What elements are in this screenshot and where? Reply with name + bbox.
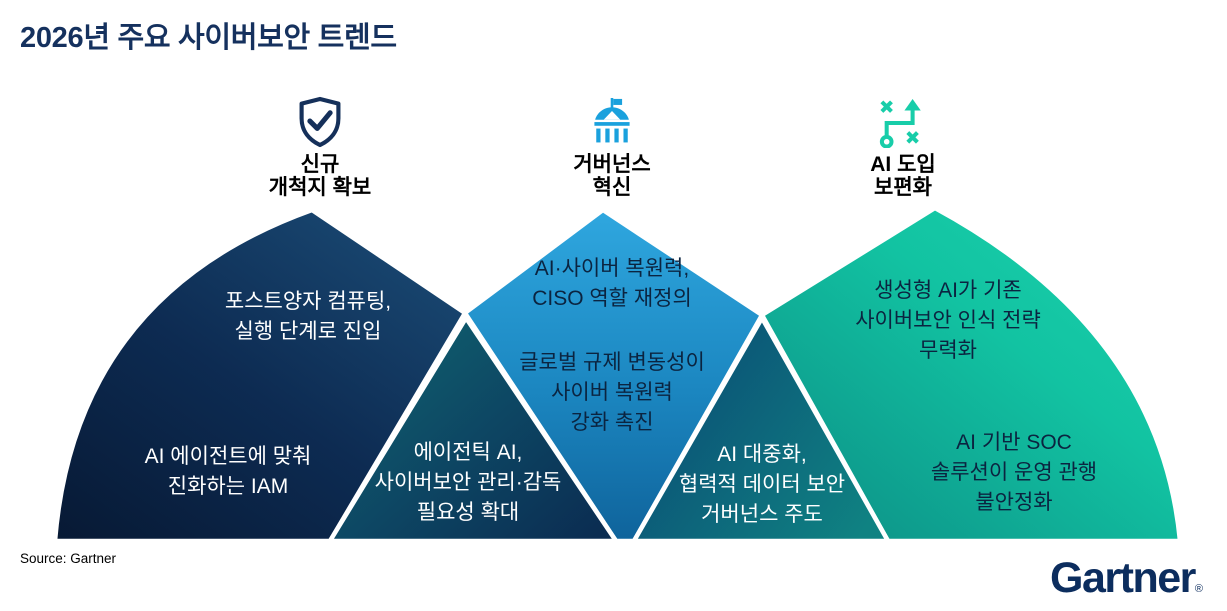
shield-check-icon — [299, 96, 341, 148]
trend-line: 실행 단계로 진입 — [234, 320, 382, 343]
strategy-path-icon — [879, 99, 921, 148]
trend-line: AI 대중화, — [717, 443, 807, 466]
trend-line: CISO 역할 재정의 — [532, 287, 692, 310]
trend-line: AI 에이전트에 맞춰 — [144, 445, 312, 468]
trend-line: 사이버보안 관리·감독 — [374, 471, 562, 494]
trend-line: 필요성 확대 — [416, 501, 520, 524]
trend-line: 거버넌스 주도 — [701, 503, 823, 526]
column-label-line: 신규 — [300, 153, 340, 176]
mountain-right-shape — [759, 205, 1183, 544]
column-header-ai-adoption: AI 도입 보편화 — [753, 94, 1053, 199]
overlap-right-shape — [631, 315, 891, 544]
column-header-new-frontiers: 신규 개척지 확보 — [170, 94, 470, 199]
trend-line: 무력화 — [919, 339, 977, 362]
gartner-logo-text: Gartner — [1050, 554, 1196, 602]
trend-line: 사이버 복원력 — [551, 381, 673, 404]
column-label-line: 보편화 — [874, 176, 932, 199]
overlap-left-shape — [327, 315, 619, 544]
trend-line: 진화하는 IAM — [167, 475, 289, 498]
page-title: 2026년 주요 사이버보안 트렌드 — [20, 22, 397, 54]
column-label-line: 개척지 확보 — [268, 176, 372, 199]
trend-line: AI·사이버 복원력, — [534, 257, 690, 280]
trend-line: 생성형 AI가 기존 — [874, 279, 1022, 302]
column-label-line: 혁신 — [592, 176, 632, 199]
trend-line: 에이전틱 AI, — [413, 441, 523, 464]
mountain-middle-shape — [462, 207, 765, 544]
trend-line: 글로벌 규제 변동성이 — [519, 351, 705, 374]
trend-text-iam: AI 에이전트에 맞춰 진화하는 IAM — [145, 442, 312, 502]
column-label-line: AI 도입 — [870, 153, 936, 176]
gartner-logo: Gartner® — [1050, 556, 1203, 611]
capitol-icon — [594, 98, 630, 143]
trend-text-ciso: AI·사이버 복원력, CISO 역할 재정의 — [532, 254, 692, 314]
trend-line: 강화 촉진 — [570, 411, 654, 434]
trend-text-genai: 생성형 AI가 기존 사이버보안 인식 전략 무력화 — [855, 276, 1041, 366]
column-header-governance: 거버넌스 혁신 — [462, 94, 762, 199]
trend-text-data-governance: AI 대중화, 협력적 데이터 보안 거버넌스 주도 — [679, 440, 845, 530]
trend-text-regulation: 글로벌 규제 변동성이 사이버 복원력 강화 촉진 — [519, 348, 705, 438]
trend-line: AI 기반 SOC — [956, 431, 1072, 454]
trend-line: 솔루션이 운영 관행 — [930, 461, 1098, 484]
trend-text-postquantum: 포스트양자 컴퓨팅, 실행 단계로 진입 — [225, 287, 391, 347]
trend-line: 불안정화 — [975, 491, 1053, 514]
column-label-line: 거버넌스 — [573, 153, 651, 176]
mountain-left-shape — [52, 207, 468, 544]
trend-line: 협력적 데이터 보안 — [678, 473, 846, 496]
registered-mark: ® — [1194, 583, 1203, 595]
trend-text-agentic-ai: 에이전틱 AI, 사이버보안 관리·감독 필요성 확대 — [375, 438, 562, 528]
source-label: Source: Gartner — [20, 551, 117, 566]
trend-line: 포스트양자 컴퓨팅, — [224, 290, 392, 313]
trend-line: 사이버보안 인식 전략 — [855, 309, 1041, 332]
trend-text-ai-soc: AI 기반 SOC 솔루션이 운영 관행 불안정화 — [931, 428, 1097, 518]
